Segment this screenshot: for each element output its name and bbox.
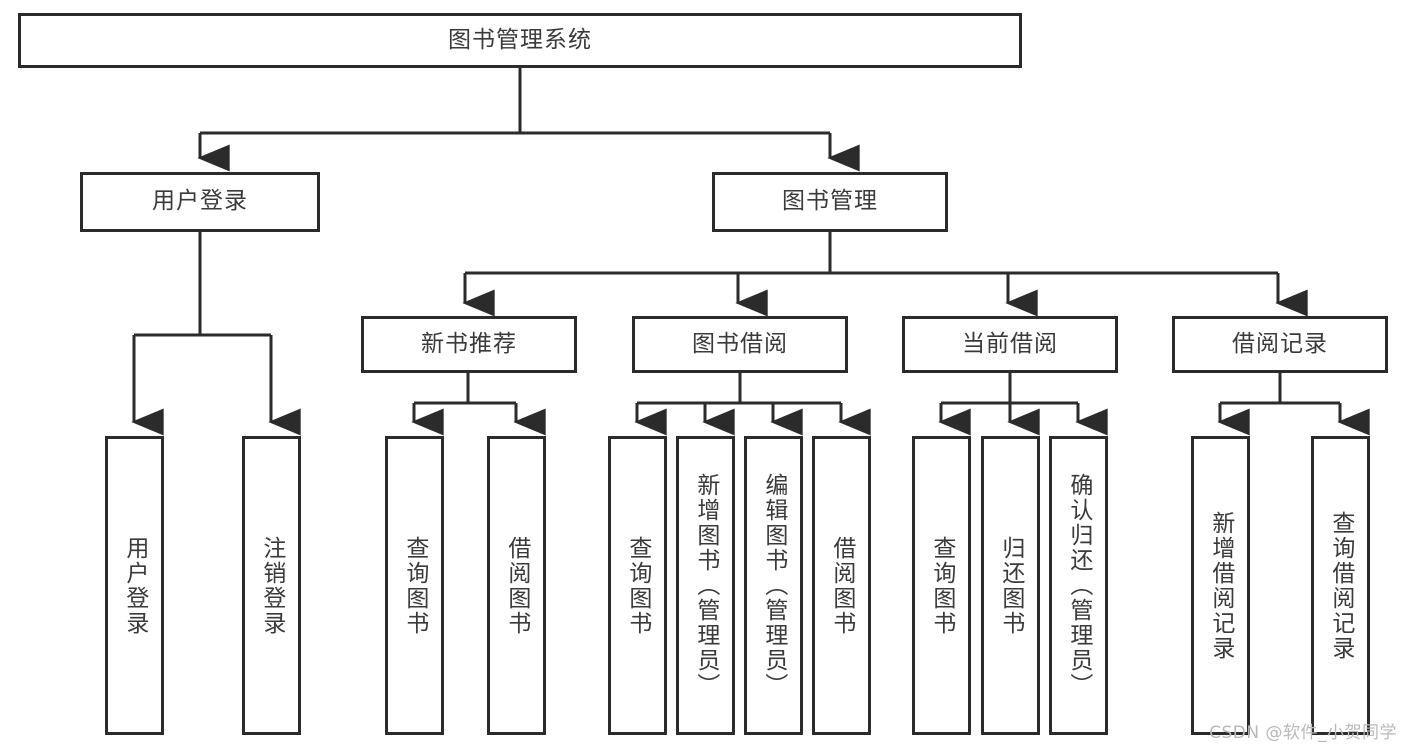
node-book-borrow[interactable]: 图书借阅 (632, 316, 848, 373)
node-label: 查询图书 (401, 535, 428, 636)
node-label: 查询图书 (624, 535, 651, 636)
node-label: 图书管理系统 (448, 26, 592, 53)
node-label: 确认归还（管理员） (1065, 473, 1092, 698)
leaf-current-return-book[interactable]: 归还图书 (981, 436, 1040, 735)
leaf-current-query-book[interactable]: 查询图书 (912, 436, 971, 735)
node-label: 图书借阅 (692, 330, 788, 357)
node-label: 新书推荐 (421, 330, 517, 357)
node-root-library-system[interactable]: 图书管理系统 (18, 13, 1022, 68)
leaf-current-confirm-return-admin[interactable]: 确认归还（管理员） (1049, 436, 1108, 735)
node-label: 编辑图书（管理员） (760, 473, 787, 698)
node-label: 借阅记录 (1232, 330, 1328, 357)
leaf-recommend-query-book[interactable]: 查询图书 (385, 436, 444, 735)
leaf-borrow-add-book-admin[interactable]: 新增图书（管理员） (676, 436, 735, 735)
leaf-borrow-borrow-book[interactable]: 借阅图书 (812, 436, 871, 735)
node-user-login[interactable]: 用户登录 (80, 172, 320, 232)
node-label: 归还图书 (997, 535, 1024, 636)
node-label: 查询图书 (928, 535, 955, 636)
node-label: 查询借阅记录 (1327, 510, 1354, 661)
node-borrow-record[interactable]: 借阅记录 (1172, 316, 1388, 373)
leaf-borrow-edit-book-admin[interactable]: 编辑图书（管理员） (744, 436, 803, 735)
node-label: 当前借阅 (962, 330, 1058, 357)
node-label: 用户登录 (152, 188, 248, 215)
leaf-borrow-query-book[interactable]: 查询图书 (608, 436, 667, 735)
node-label: 图书管理 (782, 188, 878, 215)
leaf-user-login-login[interactable]: 用户登录 (105, 436, 164, 735)
node-new-book-recommend[interactable]: 新书推荐 (361, 316, 577, 373)
leaf-recommend-borrow-book[interactable]: 借阅图书 (487, 436, 546, 735)
leaf-record-query-record[interactable]: 查询借阅记录 (1311, 436, 1370, 735)
node-label: 新增借阅记录 (1207, 510, 1234, 661)
leaf-user-login-logout[interactable]: 注销登录 (242, 436, 301, 735)
node-label: 借阅图书 (503, 535, 530, 636)
node-label: 借阅图书 (828, 535, 855, 636)
leaf-record-add-record[interactable]: 新增借阅记录 (1191, 436, 1250, 735)
node-label: 新增图书（管理员） (692, 473, 719, 698)
csdn-watermark: CSDN @软件_小贺同学 (1209, 723, 1397, 743)
node-current-borrow[interactable]: 当前借阅 (902, 316, 1118, 373)
node-label: 用户登录 (121, 535, 148, 636)
node-book-management[interactable]: 图书管理 (712, 172, 948, 232)
node-label: 注销登录 (258, 535, 285, 636)
